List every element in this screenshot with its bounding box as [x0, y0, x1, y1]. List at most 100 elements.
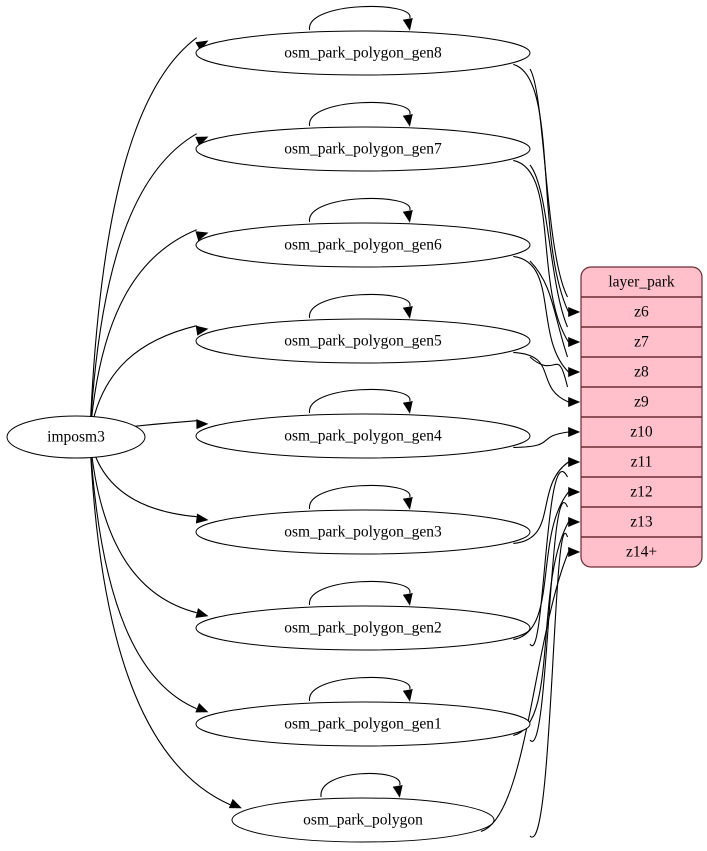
- self-loop-gen6: [309, 197, 411, 223]
- node-gen5-label: osm_park_polygon_gen5: [284, 333, 442, 350]
- edge-bundle-strand-0: [529, 68, 568, 298]
- node-gen2[interactable]: osm_park_polygon_gen2: [195, 605, 531, 651]
- arrowhead-self-loop-gen1: [402, 688, 413, 702]
- node-base-label: osm_park_polygon: [303, 812, 423, 829]
- table-row-label-z8: z8: [634, 364, 649, 381]
- node-gen6-shape[interactable]: [195, 222, 531, 268]
- table-row-z11[interactable]: z11: [581, 447, 702, 477]
- arrowhead-gen7-to-row-z7: [568, 336, 581, 348]
- edge-bundle-strand-4: [529, 471, 568, 647]
- edge-base-to-row-z14+: [480, 551, 570, 832]
- arrowhead-base-to-row-z14+: [568, 546, 581, 558]
- node-gen4-label: osm_park_polygon_gen4: [284, 428, 442, 445]
- self-loop-gen5: [309, 293, 411, 319]
- edge-imposm3-to-gen8: [89, 37, 198, 438]
- arrowhead-imposm3-to-gen5: [195, 325, 209, 336]
- node-gen3-shape[interactable]: [195, 509, 531, 555]
- table-row-z8[interactable]: z8: [581, 357, 702, 387]
- self-loop-gen3: [309, 484, 411, 510]
- table-layer-park[interactable]: layer_park z6 z7 z8 z9 z10 z11 z12 z13 z14+: [580, 266, 703, 568]
- arrowhead-self-loop-base: [392, 784, 403, 798]
- arrowhead-gen5-to-row-z9: [568, 396, 581, 408]
- edge-gen3-to-row-z11: [513, 461, 569, 544]
- arrowhead-imposm3-to-gen4: [196, 419, 209, 430]
- node-gen4[interactable]: osm_park_polygon_gen4: [195, 413, 531, 459]
- edge-bundle-strand-1: [529, 164, 569, 328]
- node-gen1-label: osm_park_polygon_gen1: [284, 716, 442, 733]
- table-row-z6[interactable]: z6: [581, 297, 702, 327]
- arrowhead-gen4-to-row-z10: [568, 426, 581, 438]
- edge-gen7-to-row-z7: [513, 159, 569, 343]
- self-loop-gen7: [309, 101, 411, 127]
- node-gen2-label: osm_park_polygon_gen2: [284, 620, 442, 637]
- node-layer: imposm3 osm_park_polygon_gen8 osm_park_pol…: [6, 30, 531, 843]
- table-row-z14+[interactable]: z14+: [581, 537, 702, 567]
- node-gen8[interactable]: osm_park_polygon_gen8: [195, 30, 531, 76]
- node-gen7[interactable]: osm_park_polygon_gen7: [195, 126, 531, 172]
- node-gen2-shape[interactable]: [195, 605, 531, 651]
- arrowhead-imposm3-to-gen2: [195, 608, 209, 618]
- node-gen6-label: osm_park_polygon_gen6: [284, 237, 442, 254]
- table-row-label-z10: z10: [630, 424, 653, 441]
- edge-imposm3-to-gen2: [89, 436, 197, 614]
- node-gen8-shape[interactable]: [195, 30, 531, 76]
- arrowhead-gen1-to-row-z13: [568, 516, 581, 528]
- node-gen7-label: osm_park_polygon_gen7: [284, 141, 442, 158]
- table-layer: layer_park z6 z7 z8 z9 z10 z11 z12 z13 z14+: [580, 266, 703, 568]
- edge-gen5-to-row-z9: [513, 351, 569, 403]
- edge-gen4-to-row-z10: [513, 431, 569, 448]
- table-row-z9[interactable]: z9: [581, 387, 702, 417]
- arrowhead-self-loop-gen2: [402, 592, 413, 606]
- arrowhead-imposm3-to-gen1: [195, 702, 209, 713]
- node-base[interactable]: osm_park_polygon: [231, 797, 495, 843]
- node-gen1[interactable]: osm_park_polygon_gen1: [195, 701, 531, 747]
- arrowhead-imposm3-to-gen7: [195, 136, 209, 147]
- node-gen3[interactable]: osm_park_polygon_gen3: [195, 509, 531, 555]
- edge-bundle-strand-6: [529, 532, 569, 838]
- arrowhead-self-loop-gen6: [402, 209, 413, 223]
- arrowhead-imposm3-to-gen6: [195, 231, 209, 241]
- arrowhead-self-loop-gen3: [402, 496, 413, 510]
- edge-imposm3-to-gen5: [89, 325, 197, 438]
- node-gen5-shape[interactable]: [195, 318, 531, 364]
- table-row-z7[interactable]: z7: [581, 327, 702, 357]
- table-header-label: layer_park: [608, 274, 675, 291]
- node-imposm3-shape[interactable]: [6, 415, 146, 459]
- arrowhead-self-loop-gen8: [402, 17, 413, 31]
- arrowhead-imposm3-to-gen3: [195, 513, 209, 524]
- table-row-label-z13: z13: [630, 514, 653, 531]
- node-gen6[interactable]: osm_park_polygon_gen6: [195, 222, 531, 268]
- arrowhead-self-loop-gen4: [402, 400, 413, 414]
- node-gen8-label: osm_park_polygon_gen8: [284, 45, 442, 62]
- node-base-shape[interactable]: [231, 797, 495, 843]
- arrowhead-gen6-to-row-z8: [568, 366, 581, 378]
- arrowhead-gen3-to-row-z11: [568, 456, 581, 468]
- arrowhead-self-loop-gen7: [402, 113, 413, 127]
- table-row-label-z11: z11: [631, 454, 653, 471]
- edge-imposm3-to-gen7: [89, 133, 197, 438]
- node-gen1-shape[interactable]: [195, 701, 531, 747]
- table-row-label-z12: z12: [630, 484, 652, 501]
- node-gen3-label: osm_park_polygon_gen3: [284, 524, 442, 541]
- self-loop-gen2: [309, 580, 411, 606]
- edge-imposm3-to-base: [89, 436, 231, 806]
- table-row-z10[interactable]: z10: [581, 417, 702, 447]
- edge-layer: [89, 5, 581, 838]
- self-loop-gen1: [309, 676, 411, 702]
- node-gen7-shape[interactable]: [195, 126, 531, 172]
- table-row-label-z7: z7: [634, 334, 649, 351]
- table-row-label-z9: z9: [634, 394, 649, 411]
- table-row-z12[interactable]: z12: [581, 477, 702, 507]
- edge-bundle-strand-5: [529, 502, 569, 742]
- table-row-z13[interactable]: z13: [581, 507, 702, 537]
- edge-imposm3-to-gen6: [89, 229, 197, 438]
- arrowhead-gen8-to-row-z6: [568, 306, 581, 318]
- self-loop-gen4: [309, 388, 411, 414]
- node-imposm3-label: imposm3: [47, 429, 105, 446]
- node-imposm3[interactable]: imposm3: [6, 415, 146, 459]
- self-loop-base: [320, 772, 401, 798]
- node-gen4-shape[interactable]: [195, 413, 531, 459]
- node-gen5[interactable]: osm_park_polygon_gen5: [195, 318, 531, 364]
- arrowhead-gen2-to-row-z12: [568, 486, 581, 498]
